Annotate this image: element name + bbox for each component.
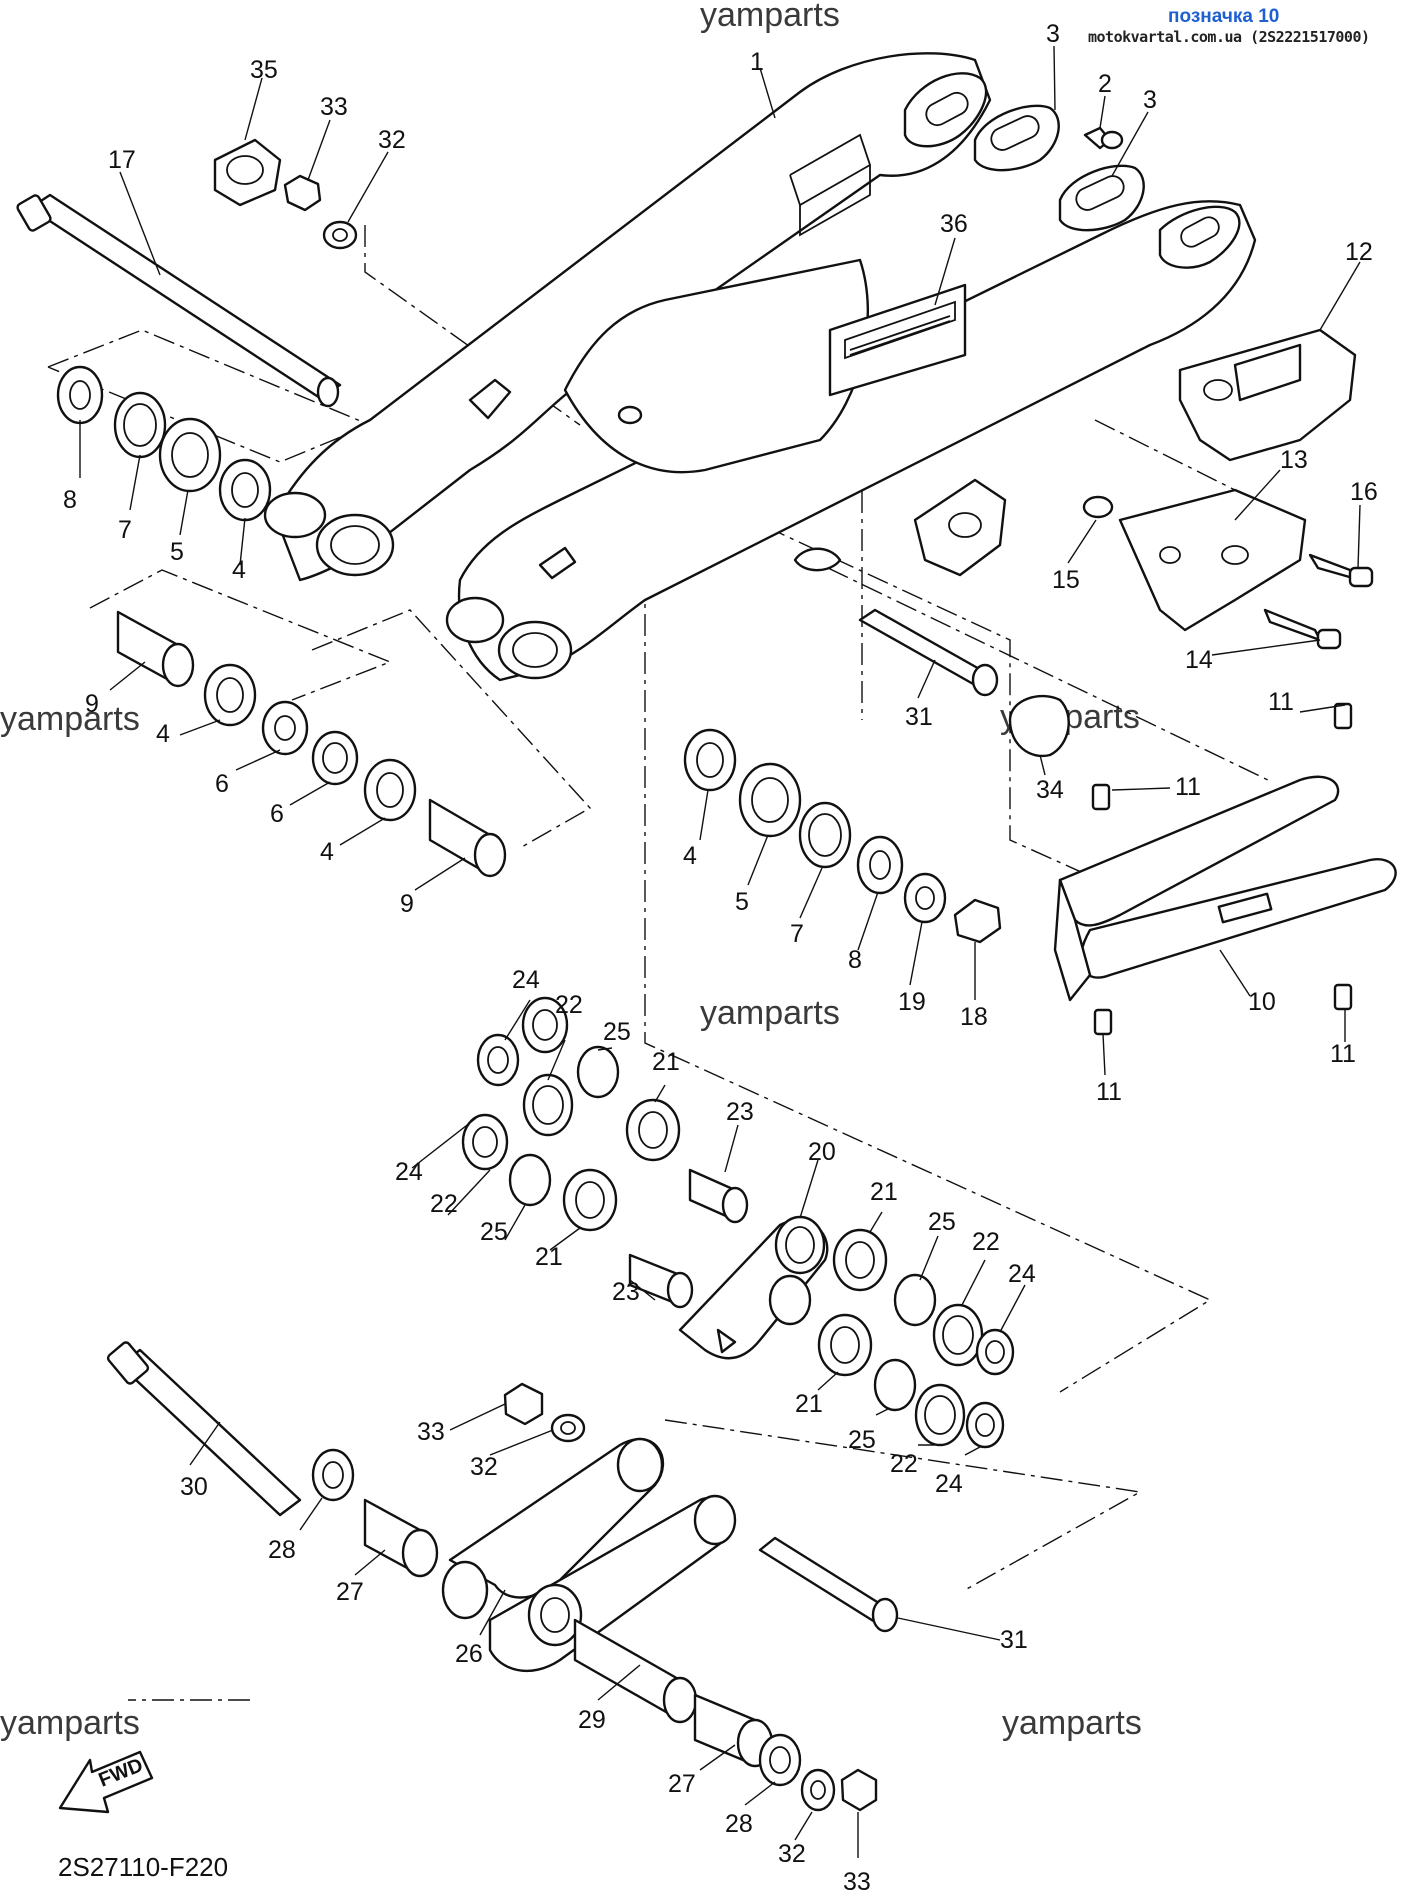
callout-3: 3: [1143, 86, 1157, 114]
callout-33: 33: [320, 93, 348, 121]
callout-28: 28: [725, 1810, 753, 1838]
callout-24: 24: [395, 1158, 423, 1186]
callout-16: 16: [1350, 478, 1378, 506]
callout-21: 21: [795, 1390, 823, 1418]
callout-9: 9: [85, 690, 99, 718]
callout-28: 28: [268, 1536, 296, 1564]
callout-32: 32: [378, 126, 406, 154]
callout-36: 36: [940, 210, 968, 238]
callout-25: 25: [480, 1218, 508, 1246]
watermark: yamparts: [700, 0, 840, 34]
callout-22: 22: [555, 991, 583, 1019]
callout-27: 27: [336, 1578, 364, 1606]
callout-33: 33: [417, 1418, 445, 1446]
callout-1: 1: [750, 48, 764, 76]
callout-14: 14: [1185, 646, 1213, 674]
header-subtitle: motokvartal.com.ua (2S2221517000): [1088, 28, 1370, 46]
chain-guide-assembly: [1082, 328, 1374, 650]
left-bearing-stack: [56, 365, 507, 878]
callout-32: 32: [470, 1453, 498, 1481]
callout-29: 29: [578, 1706, 606, 1734]
callout-12: 12: [1345, 238, 1373, 266]
watermark: yamparts: [0, 700, 140, 738]
callout-17: 17: [108, 146, 136, 174]
callout-6: 6: [215, 770, 229, 798]
callout-2: 2: [1098, 70, 1112, 98]
callout-7: 7: [118, 516, 132, 544]
diagram-code: 2S27110-F220: [58, 1852, 229, 1882]
header-title: позначка 10: [1168, 6, 1280, 27]
axle-plates: [973, 104, 1145, 232]
callout-22: 22: [972, 1228, 1000, 1256]
callout-4: 4: [156, 720, 170, 748]
callout-22: 22: [890, 1450, 918, 1478]
callout-24: 24: [512, 966, 540, 994]
callout-15: 15: [1052, 566, 1080, 594]
callout-11: 11: [1268, 688, 1294, 716]
callout-11: 11: [1330, 1040, 1356, 1068]
callout-24: 24: [1008, 1260, 1036, 1288]
callout-34: 34: [1036, 776, 1064, 804]
callout-22: 22: [430, 1190, 458, 1218]
caution-label: [828, 283, 967, 397]
callout-21: 21: [652, 1048, 680, 1076]
callout-5: 5: [735, 888, 749, 916]
callout-4: 4: [320, 838, 334, 866]
connecting-rod-parts: [106, 1341, 899, 1812]
right-bearing-stack: [683, 608, 1070, 944]
callout-7: 7: [790, 920, 804, 948]
callout-25: 25: [928, 1208, 956, 1236]
callout-20: 20: [808, 1138, 836, 1166]
callout-21: 21: [535, 1243, 563, 1271]
callout-13: 13: [1280, 446, 1308, 474]
callout-6: 6: [270, 800, 284, 828]
fwd-arrow-icon: FWD: [58, 1750, 154, 1814]
callout-26: 26: [455, 1640, 483, 1668]
swingarm: [263, 52, 1257, 682]
callout-24: 24: [935, 1470, 963, 1498]
callout-11: 11: [1175, 773, 1201, 801]
watermark: yamparts: [0, 1704, 140, 1742]
callout-5: 5: [170, 538, 184, 566]
callout-11: 11: [1096, 1078, 1122, 1106]
top-left-fasteners: [213, 138, 358, 250]
watermark: yamparts: [700, 994, 840, 1032]
callout-25: 25: [848, 1426, 876, 1454]
watermark: yamparts: [1002, 1704, 1142, 1742]
callout-18: 18: [960, 1003, 988, 1031]
callout-10: 10: [1248, 988, 1276, 1016]
callout-8: 8: [63, 486, 77, 514]
callout-35: 35: [250, 56, 278, 84]
callout-9: 9: [400, 890, 414, 918]
callout-32: 32: [778, 1840, 806, 1868]
chain-rail: [1053, 702, 1397, 1036]
callout-30: 30: [180, 1473, 208, 1501]
callout-4: 4: [232, 556, 246, 584]
callout-31: 31: [905, 703, 933, 731]
callout-8: 8: [848, 946, 862, 974]
callout-25: 25: [603, 1018, 631, 1046]
leader-lines: [79, 45, 1361, 1858]
callout-3: 3: [1046, 20, 1060, 48]
callout-31: 31: [1000, 1626, 1028, 1654]
callout-33: 33: [843, 1868, 871, 1896]
callout-23: 23: [612, 1278, 640, 1306]
pivot-shaft: [16, 193, 342, 408]
callout-19: 19: [898, 988, 926, 1016]
callout-23: 23: [726, 1098, 754, 1126]
callout-numbers: 1 2 3 3 4 4 4 4 5 5 6 6 7 7 8 8 9 9 10 1…: [63, 20, 1378, 1896]
callout-27: 27: [668, 1770, 696, 1798]
callout-4: 4: [683, 842, 697, 870]
relay-arm-parts: [461, 996, 1015, 1449]
callout-21: 21: [870, 1178, 898, 1206]
